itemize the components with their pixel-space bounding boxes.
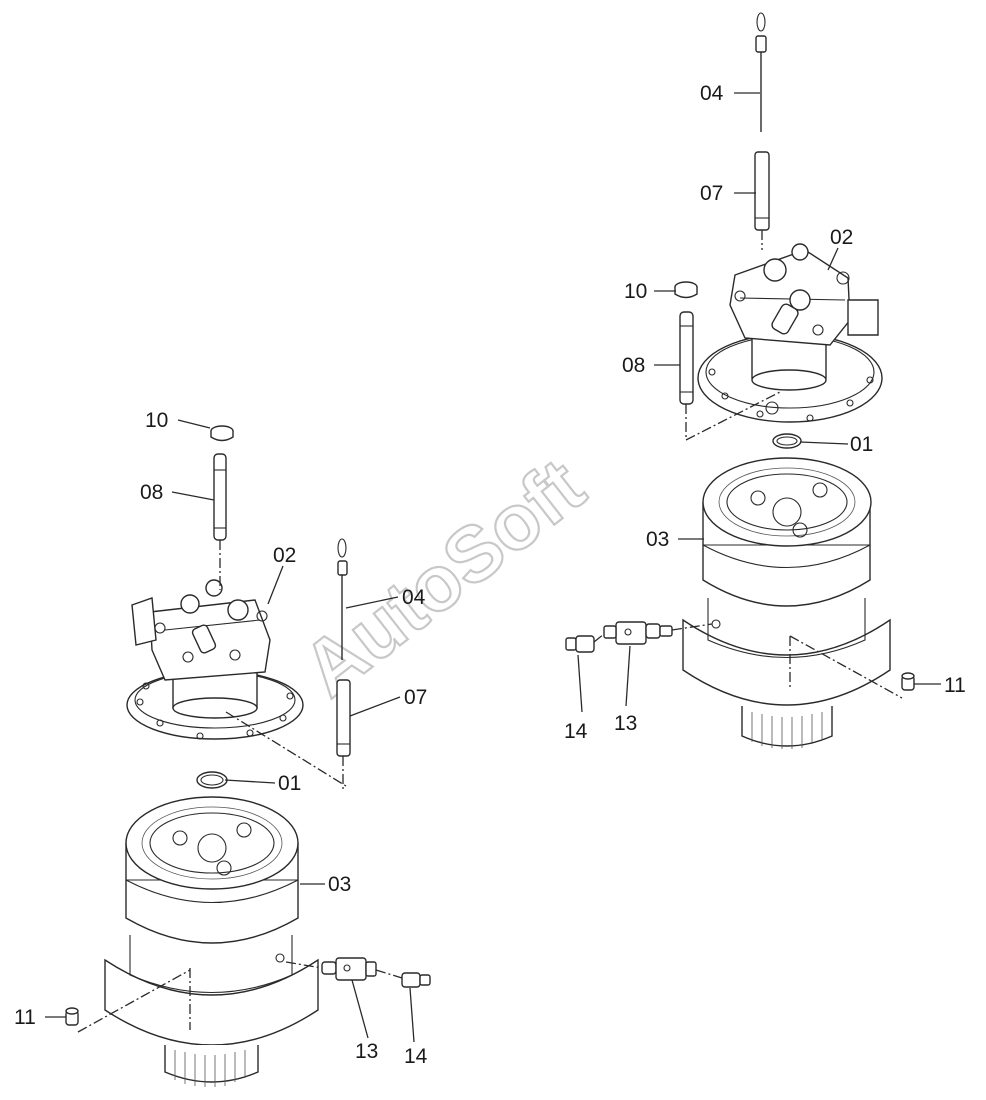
left-leader-lines [45, 419, 415, 1043]
right-part-07-pipe [754, 151, 770, 250]
right-assembly: 04 07 02 10 08 01 03 11 14 13 [564, 12, 966, 749]
right-part-11-plug [901, 672, 915, 691]
right-callout-03: 03 [646, 528, 669, 551]
left-part-11-plug [65, 1007, 79, 1026]
left-part-10-cap [210, 425, 234, 442]
left-callout-08: 08 [140, 481, 163, 504]
right-part-03-gear-housing [682, 457, 891, 749]
right-part-13-valve [603, 621, 673, 645]
left-part-13-valve [321, 957, 377, 981]
left-part-04-dipstick [337, 538, 348, 660]
left-callout-04: 04 [402, 586, 426, 609]
left-part-14-fitting [401, 972, 431, 988]
right-callout-08: 08 [622, 354, 645, 377]
left-part-03-gear-housing [104, 796, 319, 1087]
right-callout-07: 07 [700, 182, 723, 205]
right-leader-lines [577, 92, 941, 713]
right-callout-01: 01 [850, 433, 873, 456]
right-callout-11: 11 [944, 674, 966, 697]
right-part-04-dipstick [755, 12, 767, 132]
left-assembly: 10 08 02 04 07 01 03 11 13 14 [14, 409, 431, 1087]
right-callout-04: 04 [700, 82, 724, 105]
watermark: AutoSoft [286, 441, 600, 713]
right-part-08-shaft [679, 311, 694, 405]
right-callout-02: 02 [830, 226, 853, 249]
left-callout-03: 03 [328, 873, 351, 896]
left-callout-01: 01 [278, 772, 301, 795]
left-part-02-motor [126, 579, 304, 740]
left-callout-13: 13 [355, 1040, 378, 1063]
right-part-10-cap [674, 281, 698, 299]
right-part-01-oring [772, 433, 802, 449]
right-part-02-motor [697, 243, 883, 423]
left-part-07-pipe [336, 679, 351, 757]
left-callout-14: 14 [404, 1045, 428, 1068]
right-callout-10: 10 [624, 280, 647, 303]
left-callout-10: 10 [145, 409, 168, 432]
left-callout-02: 02 [273, 544, 296, 567]
left-part-01-oring [196, 771, 228, 789]
right-part-14-fitting [565, 635, 595, 653]
left-callout-07: 07 [404, 686, 427, 709]
left-part-08-shaft [213, 453, 227, 541]
left-callout-11: 11 [14, 1006, 36, 1029]
right-callout-14: 14 [564, 720, 588, 743]
right-callout-13: 13 [614, 712, 637, 735]
